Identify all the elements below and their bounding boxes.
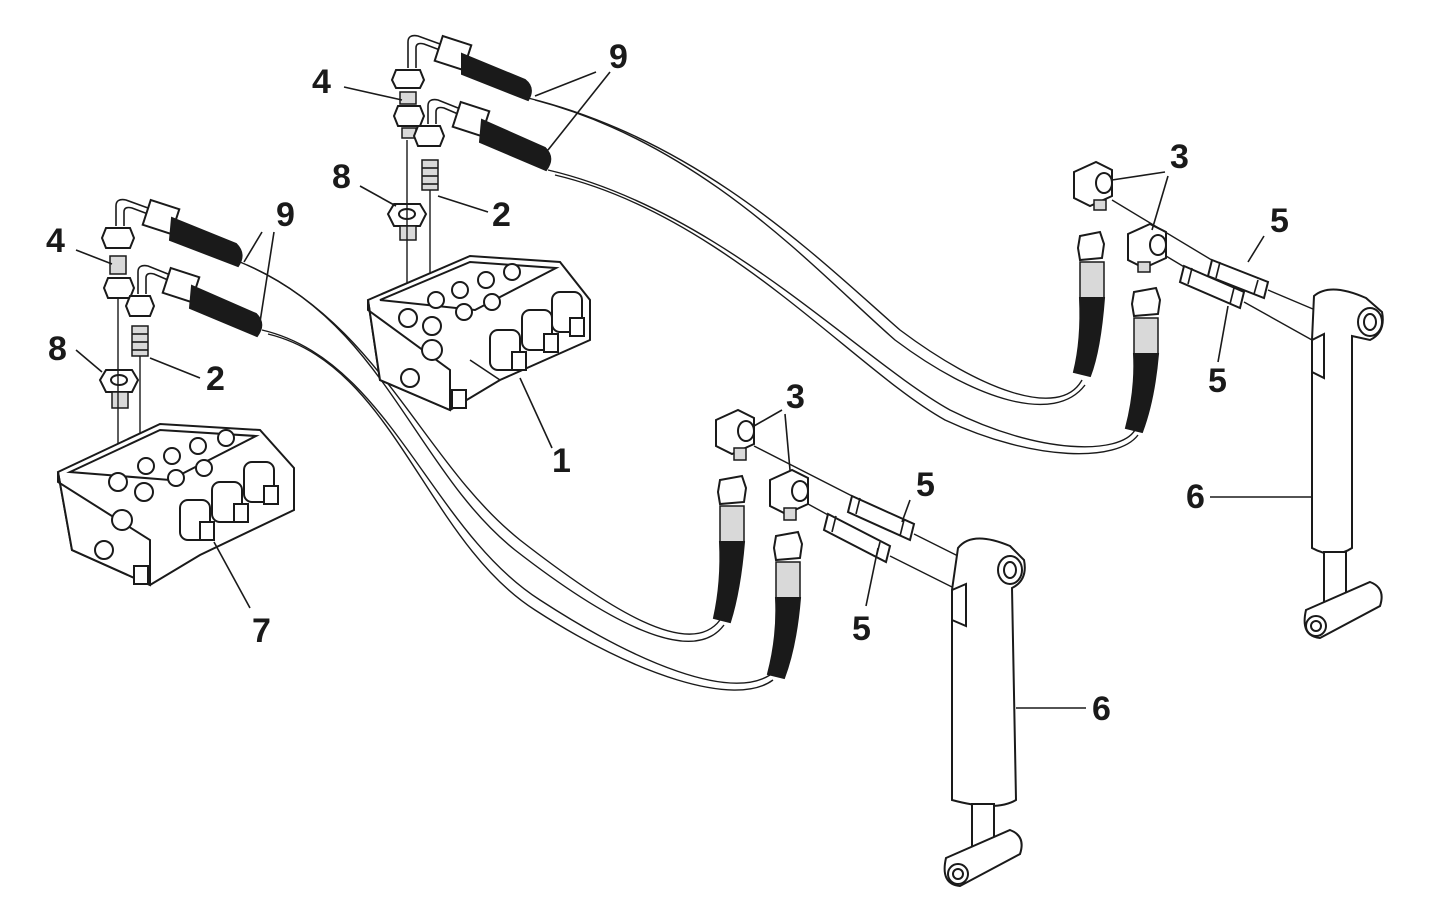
- hose-left-1: [712, 474, 748, 624]
- tube-5-left-top: [846, 494, 916, 542]
- hose-left-2: [766, 530, 804, 680]
- hose-line-upper-4: [554, 174, 1139, 455]
- callout-9-top: 9: [609, 38, 628, 76]
- hose-line-lower-1: [239, 261, 721, 635]
- hose-fitting-9-mid: [427, 98, 552, 172]
- hose-right-1: [1072, 230, 1106, 378]
- fitting-4-lower: [100, 227, 136, 299]
- right-cylinder-assembly: [1072, 160, 1384, 640]
- callout-1: 1: [552, 442, 571, 480]
- cylinder-6-left: [943, 537, 1026, 888]
- callout-3-right: 3: [1170, 138, 1189, 176]
- callout-5-left-top: 5: [916, 466, 935, 504]
- callout-2-top: 2: [492, 196, 511, 234]
- callout-6-left: 6: [1092, 690, 1111, 728]
- hose-line-upper-2: [534, 99, 1086, 406]
- elbow-3-left-bottom: [769, 468, 809, 521]
- callout-3-left: 3: [786, 378, 805, 416]
- hose-line-lower-2: [246, 264, 725, 642]
- callout-6-right: 6: [1186, 478, 1205, 516]
- elbow-3-right-bottom: [1127, 222, 1167, 273]
- hose-right-2: [1124, 286, 1162, 434]
- hose-line-lower-4: [267, 333, 774, 691]
- elbow-3-right-top: [1073, 160, 1113, 211]
- callout-4-top: 4: [312, 63, 331, 101]
- valve-block-7: [56, 422, 295, 587]
- hose-fitting-9-lower-top: [115, 198, 243, 268]
- fitting-2-top: [412, 125, 446, 191]
- fitting-2-lower: [124, 295, 156, 357]
- callout-5-left-bottom: 5: [852, 610, 871, 648]
- hose-line-upper-1: [527, 97, 1083, 399]
- callout-8-lower: 8: [48, 330, 67, 368]
- callout-7: 7: [252, 612, 271, 650]
- tube-5-right-bottom: [1178, 264, 1246, 310]
- callout-9-lower: 9: [276, 196, 295, 234]
- hose-line-upper-3: [547, 169, 1136, 448]
- tube-5-right-top: [1206, 258, 1270, 300]
- leader-lines: [75, 71, 1312, 709]
- hose-fitting-9-lower-mid: [137, 264, 263, 338]
- valve-block-1: [366, 254, 591, 412]
- callout-5-right-top: 5: [1270, 202, 1289, 240]
- callout-5-right-bottom: 5: [1208, 362, 1227, 400]
- callout-2-lower: 2: [206, 360, 225, 398]
- left-cylinder-assembly: [712, 408, 1026, 888]
- lower-valve-assembly: [56, 198, 295, 587]
- callout-8-top: 8: [332, 158, 351, 196]
- cylinder-6-right: [1303, 288, 1384, 640]
- upper-valve-assembly: [366, 34, 591, 412]
- hose-lines: [239, 97, 1139, 691]
- callout-4-lower: 4: [46, 222, 65, 260]
- elbow-3-left-top: [715, 408, 755, 461]
- hose-line-lower-3: [261, 329, 771, 684]
- hose-fitting-9-top: [407, 34, 532, 102]
- fitting-8-lower: [98, 369, 140, 409]
- callout-labels: 9 4 8 2 1 9 4 8 2 7 3 5 5 6 3 5 5 6: [46, 38, 1289, 728]
